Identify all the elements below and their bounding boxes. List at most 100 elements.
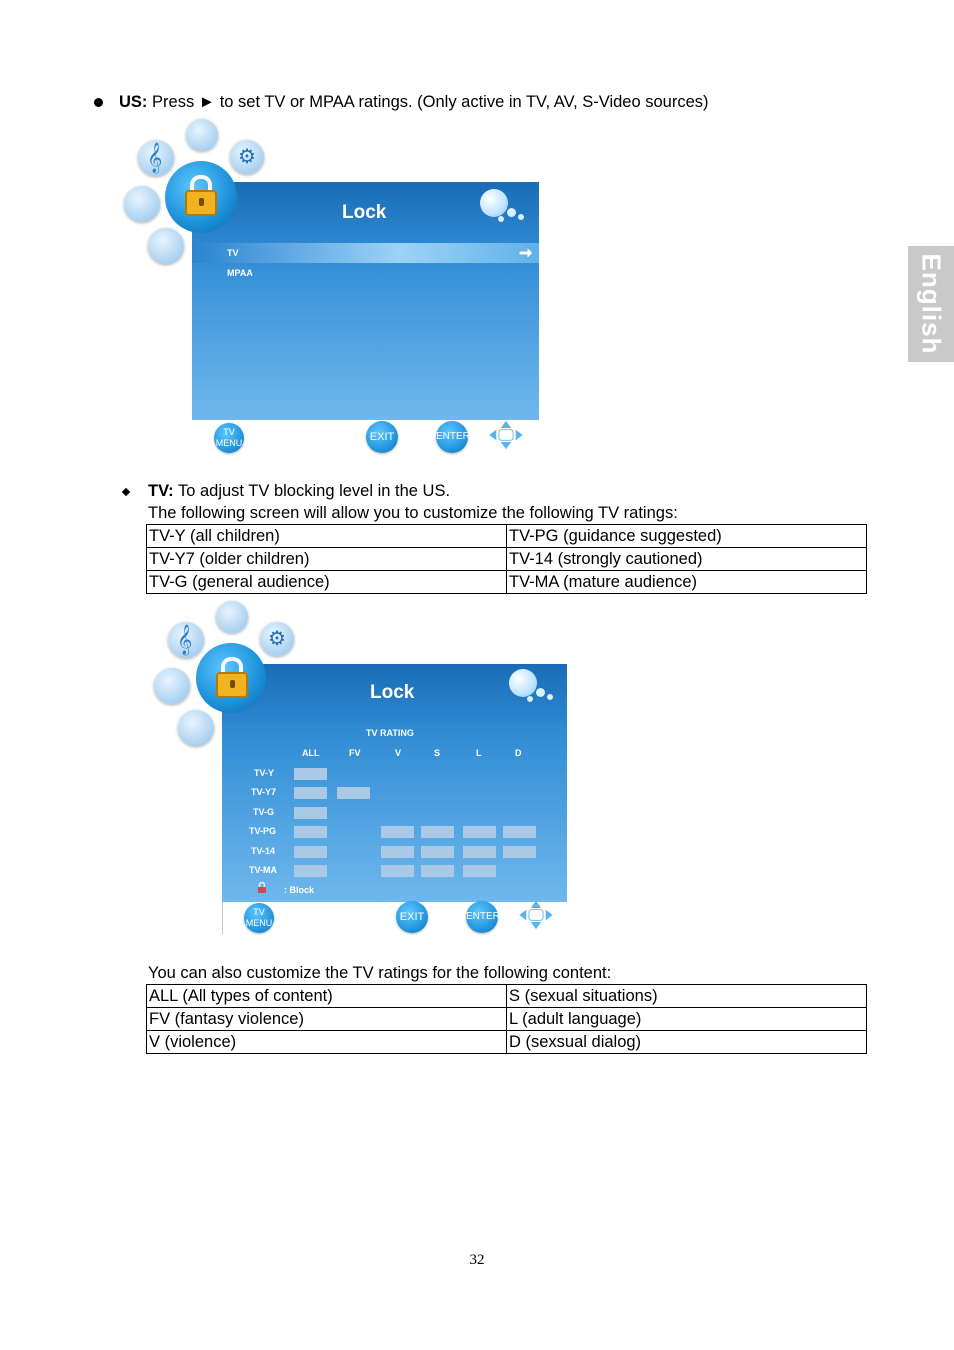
rating-cell[interactable]	[294, 846, 327, 858]
lock-panel: Lock TV MPAA	[192, 182, 539, 420]
bubble-small	[536, 688, 545, 697]
rating-cell[interactable]	[421, 826, 454, 838]
settings-gear-icon[interactable]: ⚙	[230, 140, 264, 174]
table-cell: TV-MA (mature audience)	[506, 570, 867, 594]
table-row: TV-G (general audience) TV-MA (mature au…	[146, 570, 867, 594]
table-row: ALL (All types of content) S (sexual sit…	[146, 984, 867, 1008]
rating-cell[interactable]	[294, 807, 327, 819]
tv-bullet-line2: The following screen will allow you to c…	[148, 504, 678, 522]
menu-item-tv[interactable]: TV	[227, 248, 239, 258]
rating-cell[interactable]	[294, 787, 327, 799]
music-icon[interactable]: 𝄞	[138, 140, 174, 176]
rating-cell[interactable]	[294, 768, 327, 780]
bubble-small	[498, 216, 504, 222]
picture-icon[interactable]	[154, 668, 190, 704]
table-cell: ALL (All types of content)	[146, 984, 507, 1008]
settings-gear-icon[interactable]: ⚙	[260, 622, 294, 656]
diamond-bullet	[121, 487, 131, 497]
tv-rating-heading: TV RATING	[366, 728, 414, 738]
page-number: 32	[469, 1252, 485, 1268]
block-lock-icon	[258, 882, 266, 893]
column-header-s: S	[434, 748, 441, 758]
table-cell: TV-Y7 (older children)	[146, 547, 507, 571]
tv-rating-screenshot: Lock TV RATING ALL FV V S L D TV-Y TV-Y7…	[148, 598, 572, 938]
enter-button[interactable]: ENTER	[466, 901, 500, 933]
panel-title: Lock	[342, 202, 387, 223]
table-cell: L (adult language)	[506, 1007, 867, 1031]
channel-satellite-icon[interactable]	[178, 710, 214, 746]
row-label-tv-g: TV-G	[253, 807, 275, 817]
column-header-all: ALL	[302, 748, 320, 758]
table-cell: FV (fantasy violence)	[146, 1007, 507, 1031]
bullet-dot	[94, 98, 103, 107]
menu-item-highlight[interactable]	[192, 243, 539, 263]
rating-cell[interactable]	[463, 846, 496, 858]
rating-cell[interactable]	[294, 826, 327, 838]
row-label-tv-y7: TV-Y7	[251, 787, 277, 797]
picture-icon[interactable]	[124, 186, 160, 222]
table-cell: V (violence)	[146, 1030, 507, 1054]
bubble-small	[547, 694, 553, 700]
bubble-small	[518, 214, 524, 220]
bubbles-decoration	[509, 669, 537, 697]
divider	[222, 902, 223, 934]
rating-cell[interactable]	[294, 865, 327, 877]
rating-cell[interactable]	[337, 787, 370, 799]
tv-bullet-bold: TV:	[148, 482, 174, 500]
table-cell: TV-Y (all children)	[146, 524, 507, 548]
tv-ratings-table: TV-Y (all children) TV-PG (guidance sugg…	[146, 524, 867, 594]
table-cell: S (sexual situations)	[506, 984, 867, 1008]
row-label-tv-y: TV-Y	[254, 768, 275, 778]
us-bullet-body: Press ► to set TV or MPAA ratings. (Only…	[152, 93, 709, 111]
table-row: V (violence) D (sexsual dialog)	[146, 1030, 867, 1054]
exit-button[interactable]: EXIT	[366, 421, 398, 453]
language-tab-label: English	[916, 253, 947, 355]
row-label-tv-ma: TV-MA	[249, 865, 277, 875]
us-bullet-bold: US:	[119, 93, 148, 111]
rating-cell[interactable]	[421, 846, 454, 858]
block-legend-label: : Block	[284, 885, 315, 895]
table-cell: D (sexsual dialog)	[506, 1030, 867, 1054]
us-bullet-text: US: Press ► to set TV or MPAA ratings. (…	[119, 92, 709, 112]
enter-button[interactable]: ENTER	[436, 421, 470, 453]
rating-cell[interactable]	[463, 865, 496, 877]
clock-icon[interactable]	[216, 601, 248, 633]
exit-button[interactable]: EXIT	[396, 901, 428, 933]
rating-cell[interactable]	[381, 846, 414, 858]
rating-cell[interactable]	[463, 826, 496, 838]
rating-cell[interactable]	[381, 826, 414, 838]
table-row: FV (fantasy violence) L (adult language)	[146, 1007, 867, 1031]
table-row: TV-Y7 (older children) TV-14 (strongly c…	[146, 547, 867, 571]
rating-cell[interactable]	[503, 826, 536, 838]
tv-bullet-text: TV: To adjust TV blocking level in the U…	[148, 481, 450, 501]
right-arrow-icon	[518, 246, 534, 260]
rating-cell[interactable]	[381, 865, 414, 877]
music-icon[interactable]: 𝄞	[168, 622, 204, 658]
clock-icon[interactable]	[186, 119, 218, 151]
rating-cell[interactable]	[421, 865, 454, 877]
lock-icon	[165, 161, 237, 233]
tv-rating-panel: Lock TV RATING ALL FV V S L D TV-Y TV-Y7…	[222, 664, 567, 902]
bubbles-decoration	[480, 189, 508, 217]
rating-cell[interactable]	[503, 846, 536, 858]
table-cell: TV-14 (strongly cautioned)	[506, 547, 867, 571]
language-tab: English	[908, 246, 954, 362]
column-header-d: D	[515, 748, 522, 758]
navigation-arrows-icon	[489, 420, 523, 450]
panel-title: Lock	[370, 682, 415, 703]
bubble-small	[507, 208, 516, 217]
row-label-tv-pg: TV-PG	[249, 826, 277, 836]
content-types-table: ALL (All types of content) S (sexual sit…	[146, 984, 867, 1054]
lock-icon	[196, 643, 266, 713]
bubble-small	[527, 696, 533, 702]
menu-item-mpaa[interactable]: MPAA	[227, 268, 253, 278]
row-label-tv-14: TV-14	[251, 846, 276, 856]
channel-satellite-icon[interactable]	[148, 228, 184, 264]
column-header-v: V	[395, 748, 402, 758]
column-header-l: L	[476, 748, 482, 758]
table-cell: TV-G (general audience)	[146, 570, 507, 594]
panel-header	[222, 664, 567, 724]
